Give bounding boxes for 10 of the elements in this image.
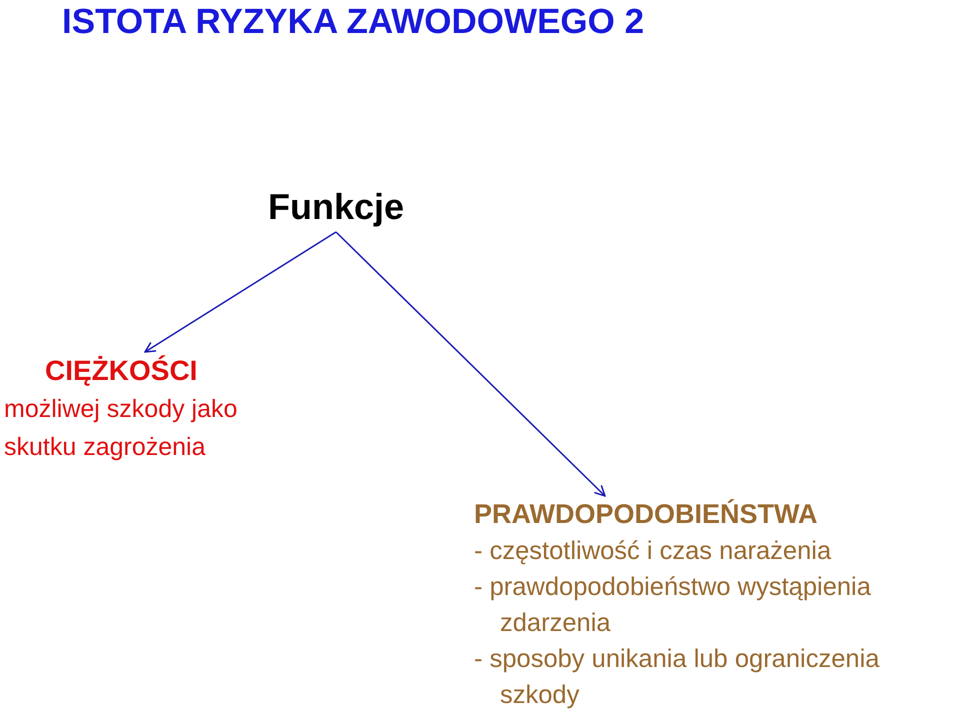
bullet-item: - sposoby unikania lub ograniczenia szkody: [474, 644, 880, 711]
node-heading: CIĘŻKOŚCI: [45, 354, 198, 388]
bullet-item: - częstotliwość i czas narażenia: [474, 536, 832, 567]
arrow: [335, 231, 606, 497]
title: ISTOTA RYZYKA ZAWODOWEGO 2: [62, 1, 644, 43]
node-description: możliwej szkody jako skutku zagrożenia: [4, 394, 238, 463]
arrow: [144, 231, 336, 353]
node-heading: Funkcje: [266, 185, 406, 229]
node-heading: PRAWDOPODOBIEŃSTWA: [474, 498, 818, 531]
bullet-item: - prawdopodobieństwo wystąpienia zdarzenia: [474, 572, 872, 639]
